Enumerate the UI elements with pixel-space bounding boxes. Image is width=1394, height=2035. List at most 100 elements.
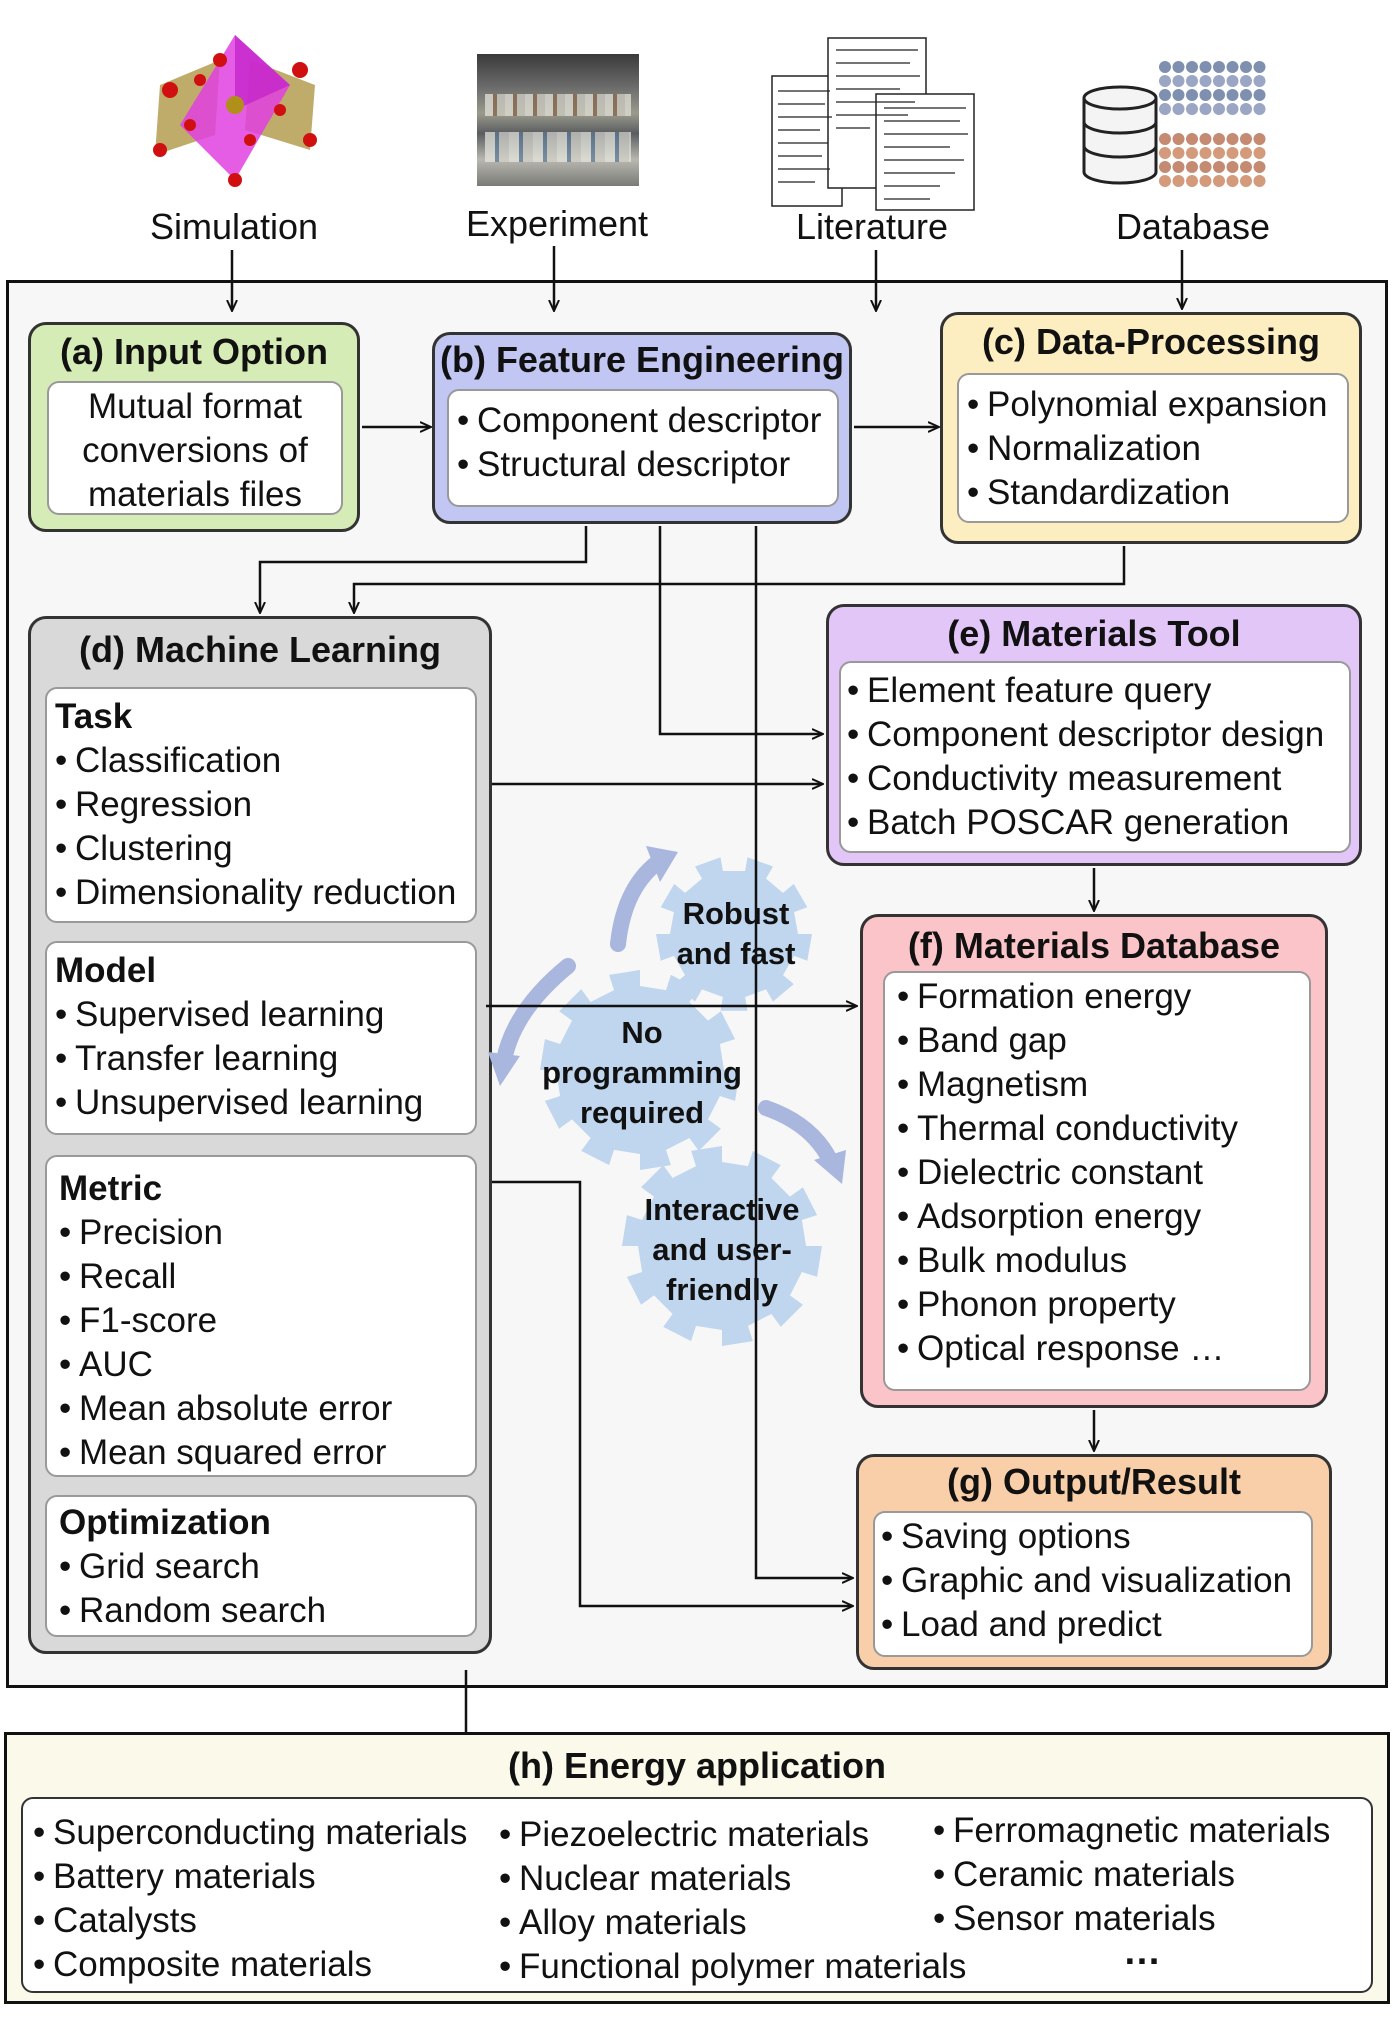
laboratory-photo [477,54,639,186]
list-item: Saving options [881,1515,1311,1559]
list-item: Phonon property [897,1283,1309,1327]
element-tile [1172,147,1185,159]
list-item: Random search [59,1589,475,1633]
element-tile [1172,175,1185,187]
list-item: Grid search [59,1545,475,1589]
list-item: Component descriptor design [847,713,1349,757]
list-item: Element feature query [847,669,1349,713]
source-literature-label: Literature [795,206,949,247]
gear-text-line: and user- [652,1232,792,1267]
list-item: Unsupervised learning [55,1081,475,1125]
element-tile [1226,103,1239,115]
input-option-line: Mutual format [88,387,302,426]
element-tile [1159,175,1171,187]
source-experiment-label: Experiment [465,203,649,244]
element-tile [1226,61,1239,73]
gear-text-line: No [621,1015,663,1050]
ml-task-heading: Task [55,697,133,736]
list-item: Sensor materials [933,1897,1330,1941]
element-tile [1199,61,1212,73]
list-item: Nuclear materials [499,1857,966,1901]
panel-title: (g) Output/Result [947,1461,1241,1502]
list-item: Catalysts [33,1899,467,1943]
element-tile [1253,147,1266,159]
list-item: Mean absolute error [59,1387,475,1431]
list-item: Graphic and visualization [881,1559,1311,1603]
element-tile [1199,133,1212,145]
element-tile [1240,175,1252,187]
list-item: Ceramic materials [933,1853,1330,1897]
energy-application-ellipsis: … [1123,1931,1161,1973]
list-item: Component descriptor [457,399,837,443]
list-item: Supervised learning [55,993,475,1037]
panel-title: (a) Input Option [60,331,328,372]
list-item: Superconducting materials [33,1811,467,1855]
element-tile [1159,147,1171,159]
list-item: Alloy materials [499,1901,966,1945]
list-item: Formation energy [897,975,1309,1019]
element-tile [1186,75,1198,87]
ml-optimization-box: Optimization Grid search Random search [45,1495,477,1637]
list-item: Recall [59,1255,475,1299]
list-item: Dimensionality reduction [55,871,475,915]
gear-text-line: programming [542,1055,742,1090]
list-item: Load and predict [881,1603,1311,1647]
element-tile [1253,161,1266,173]
panel-input-option: (a) Input Option Mutual format conversio… [28,322,360,532]
element-tile [1186,133,1198,145]
element-tile [1226,175,1239,187]
element-tile [1213,147,1225,159]
panel-title: (h) Energy application [507,1745,887,1786]
element-tile [1199,103,1212,115]
source-database-label: Database [1115,206,1271,247]
input-option-line: materials files [88,475,302,514]
element-tile [1240,89,1252,101]
list-item: Bulk modulus [897,1239,1309,1283]
element-tile [1159,89,1171,101]
element-tile [1199,147,1212,159]
list-item: Precision [59,1211,475,1255]
source-simulation-label: Simulation [149,206,319,247]
element-tile [1240,75,1252,87]
element-tile [1226,75,1239,87]
ml-model-heading: Model [55,951,157,990]
panel-content: Component descriptor Structural descript… [447,389,839,507]
panel-machine-learning: (d) Machine Learning Task Classification… [28,616,492,1654]
element-tile [1240,133,1252,145]
list-item: Conductivity measurement [847,757,1349,801]
panel-content: Mutual format conversions of materials f… [47,381,343,515]
panel-title: (f) Materials Database [907,925,1281,966]
panel-title: (c) Data-Processing [981,321,1321,362]
element-tile [1213,61,1225,73]
element-tile [1186,161,1198,173]
list-item: Magnetism [897,1063,1309,1107]
element-tile [1240,61,1252,73]
list-item: AUC [59,1343,475,1387]
list-item: Optical response … [897,1327,1309,1371]
list-item: Functional polymer materials [499,1945,966,1989]
element-tile [1199,175,1212,187]
element-tile [1226,161,1239,173]
element-tile [1213,75,1225,87]
list-item: Battery materials [33,1855,467,1899]
element-tile [1226,147,1239,159]
gear-robust-text: Robust and fast [636,894,836,974]
panel-output-result: (g) Output/Result Saving options Graphic… [856,1454,1332,1670]
list-item: Ferromagnetic materials [933,1809,1330,1853]
panel-content: Formation energy Band gap Magnetism Ther… [883,971,1311,1391]
panel-title: (d) Machine Learning [78,629,442,670]
literature-documents-icon [771,37,975,211]
list-item: Polynomial expansion [967,383,1347,427]
crystal-structure-icon [153,35,317,187]
database-cylinder-icon [1082,85,1158,185]
element-tile [1186,175,1198,187]
element-tile [1159,103,1171,115]
list-item: Piezoelectric materials [499,1813,966,1857]
list-item: Transfer learning [55,1037,475,1081]
list-item: Classification [55,739,475,783]
element-tile [1172,61,1185,73]
element-tile [1186,89,1198,101]
element-tile [1186,61,1198,73]
ml-metric-heading: Metric [59,1169,163,1208]
periodic-table-icon [1159,61,1266,187]
